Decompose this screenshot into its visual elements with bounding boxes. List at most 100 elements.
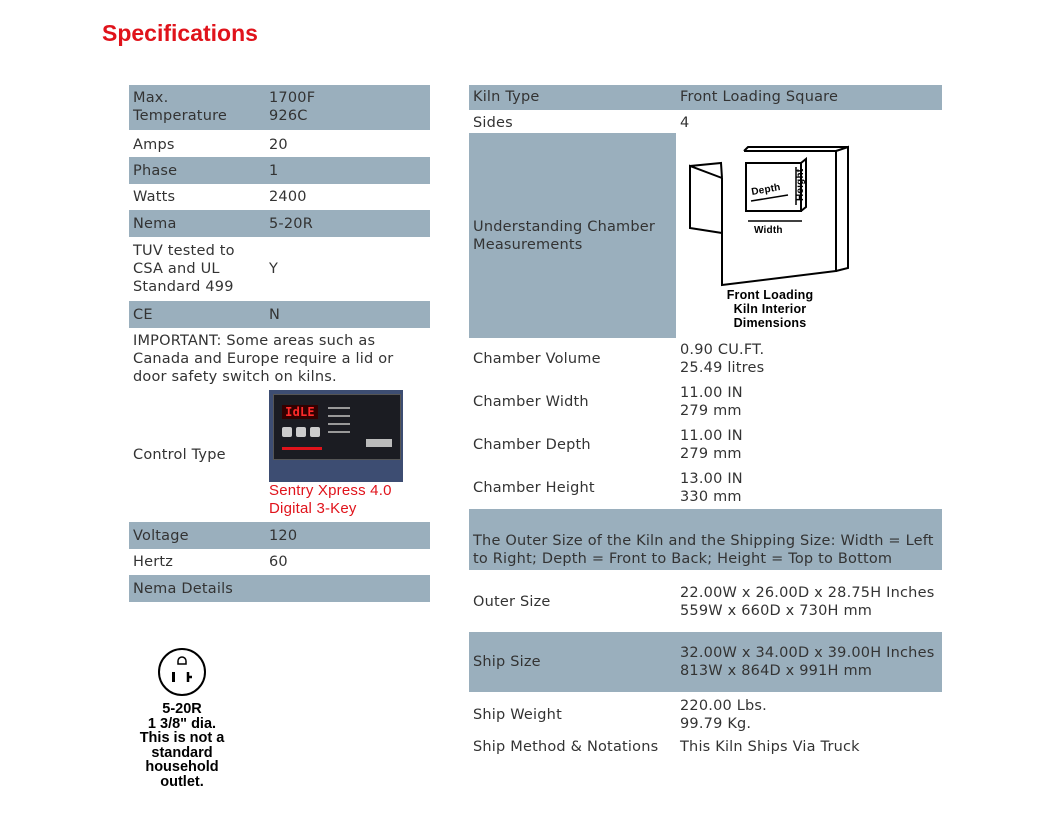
chamber-depth-mm: 279 mm bbox=[680, 445, 742, 462]
chamber-height-label: Chamber Height bbox=[469, 466, 676, 509]
row-phase: Phase 1 bbox=[129, 157, 430, 184]
controller-panel: IdLE bbox=[273, 394, 401, 460]
row-important: IMPORTANT: Some areas such as Canada and… bbox=[129, 328, 430, 388]
ship-size-mm: 813W x 864D x 991H mm bbox=[680, 662, 873, 679]
controller-key-icon bbox=[310, 427, 320, 437]
ship-size-label: Ship Size bbox=[469, 632, 676, 695]
controller-legend-line bbox=[328, 431, 350, 433]
ship-size-value: 32.00W x 34.00D x 39.00H Inches 813W x 8… bbox=[676, 632, 942, 695]
ship-weight-lbs: 220.00 Lbs. bbox=[680, 697, 767, 714]
outlet-line5: household bbox=[145, 759, 219, 775]
chamber-width-in: 11.00 IN bbox=[680, 384, 743, 401]
ship-size-inches: 32.00W x 34.00D x 39.00H Inches bbox=[680, 644, 935, 661]
outlet-line6: outlet. bbox=[160, 773, 204, 790]
row-ship-size: Ship Size 32.00W x 34.00D x 39.00H Inche… bbox=[469, 632, 942, 695]
nema-label: Nema bbox=[129, 210, 265, 237]
outlet-line2: 1 3/8" dia. bbox=[147, 715, 217, 732]
ce-value: N bbox=[265, 301, 430, 328]
outer-size-value: 22.00W x 26.00D x 28.75H Inches 559W x 6… bbox=[676, 571, 942, 632]
chamber-depth-label: Chamber Depth bbox=[469, 423, 676, 466]
watts-value: 2400 bbox=[265, 184, 430, 210]
row-max-temperature: Max. Temperature 1700F 926C bbox=[129, 85, 430, 133]
ce-label: CE bbox=[129, 301, 265, 328]
left-spec-table: Max. Temperature 1700F 926C Amps 20 Phas… bbox=[129, 85, 430, 602]
outlet-line4: standard bbox=[151, 744, 213, 761]
chamber-width-label: Chamber Width bbox=[469, 380, 676, 423]
amps-value: 20 bbox=[265, 131, 430, 157]
max-temp-f: 1700F bbox=[269, 90, 316, 107]
kiln-type-value: Front Loading Square bbox=[676, 85, 942, 113]
row-ce: CE N bbox=[129, 301, 430, 328]
row-outer-size-note: The Outer Size of the Kiln and the Shipp… bbox=[469, 509, 942, 573]
chamber-volume-litres: 25.49 litres bbox=[680, 360, 765, 376]
kiln-interior-diagram: Depth Height Width Front Loading Kiln In… bbox=[689, 145, 849, 330]
page-title: Specifications bbox=[102, 20, 258, 46]
max-temp-c: 926C bbox=[269, 108, 308, 125]
control-type-value: IdLE Sentry Xpress 4.0 Digital 3-Key bbox=[265, 388, 430, 522]
nema-details-label: Nema Details bbox=[129, 575, 430, 602]
tuv-value: Y bbox=[265, 237, 430, 301]
chamber-height-mm: 330 mm bbox=[680, 488, 742, 505]
outlet-line1: 5-20R bbox=[162, 701, 202, 717]
chamber-depth-value: 11.00 IN 279 mm bbox=[676, 423, 942, 466]
ship-weight-label: Ship Weight bbox=[469, 693, 676, 735]
sides-value: 4 bbox=[676, 111, 942, 133]
row-ship-weight: Ship Weight 220.00 Lbs. 99.79 Kg. bbox=[469, 693, 942, 735]
row-chamber-width: Chamber Width 11.00 IN 279 mm bbox=[469, 380, 942, 423]
chamber-measure-label: Understanding Chamber Measurements bbox=[469, 133, 676, 338]
chamber-height-in: 13.00 IN bbox=[680, 470, 743, 487]
chamber-height-value: 13.00 IN 330 mm bbox=[676, 466, 942, 509]
row-hertz: Hertz 60 bbox=[129, 549, 430, 575]
controller-image: IdLE bbox=[269, 390, 403, 482]
row-amps: Amps 20 bbox=[129, 131, 430, 157]
outlet-icon bbox=[158, 648, 206, 696]
row-nema: Nema 5-20R bbox=[129, 210, 430, 237]
kiln-type-label: Kiln Type bbox=[469, 85, 676, 113]
diagram-caption-line1: Front Loading bbox=[727, 288, 814, 302]
ship-weight-value: 220.00 Lbs. 99.79 Kg. bbox=[676, 693, 942, 735]
outlet-diagram: 5-20R 1 3/8" dia. This is not a standard… bbox=[132, 646, 232, 789]
outlet-line3: This is not a bbox=[139, 730, 225, 746]
chamber-volume-cuft: 0.90 CU.FT. bbox=[680, 342, 765, 358]
important-note: IMPORTANT: Some areas such as Canada and… bbox=[129, 328, 430, 388]
control-caption-line1: Sentry Xpress 4.0 bbox=[269, 482, 392, 499]
row-outer-size: Outer Size 22.00W x 26.00D x 28.75H Inch… bbox=[469, 571, 942, 632]
control-caption-line2: Digital 3-Key bbox=[269, 500, 357, 517]
row-chamber-depth: Chamber Depth 11.00 IN 279 mm bbox=[469, 423, 942, 466]
voltage-label: Voltage bbox=[129, 522, 265, 549]
diagram-depth-label: Depth bbox=[751, 182, 782, 198]
controller-logo bbox=[366, 439, 392, 447]
controller-key-icon bbox=[282, 427, 292, 437]
row-nema-details: Nema Details bbox=[129, 575, 430, 602]
nema-value: 5-20R bbox=[265, 210, 430, 237]
controller-key-icon bbox=[296, 427, 306, 437]
max-temp-label: Max. Temperature bbox=[129, 85, 265, 133]
row-chamber-measurements: Understanding Chamber Measurements bbox=[469, 133, 942, 338]
ship-method-label: Ship Method & Notations bbox=[469, 735, 676, 759]
row-watts: Watts 2400 bbox=[129, 184, 430, 210]
right-spec-table: Kiln Type Front Loading Square Sides 4 U… bbox=[469, 85, 942, 759]
controller-legend-line bbox=[328, 415, 350, 417]
chamber-volume-value: 0.90 CU.FT. 25.49 litres bbox=[676, 338, 942, 380]
hertz-label: Hertz bbox=[129, 549, 265, 575]
diagram-height-label: Height bbox=[795, 168, 806, 201]
diagram-width-label: Width bbox=[754, 225, 783, 236]
row-kiln-type: Kiln Type Front Loading Square bbox=[469, 85, 942, 113]
outer-size-mm: 559W x 660D x 730H mm bbox=[680, 603, 873, 620]
row-control-type: Control Type IdLE Sentry Xpress 4.0 Digi… bbox=[129, 388, 430, 522]
watts-label: Watts bbox=[129, 184, 265, 210]
voltage-value: 120 bbox=[265, 522, 430, 549]
outer-size-note: The Outer Size of the Kiln and the Shipp… bbox=[469, 509, 942, 573]
max-temp-value: 1700F 926C bbox=[265, 85, 430, 133]
controller-legend-line bbox=[328, 423, 350, 425]
hertz-value: 60 bbox=[265, 549, 430, 575]
outer-size-label: Outer Size bbox=[469, 571, 676, 632]
sides-label: Sides bbox=[469, 111, 676, 133]
chamber-width-value: 11.00 IN 279 mm bbox=[676, 380, 942, 423]
controller-display: IdLE bbox=[282, 405, 318, 419]
ship-weight-kg: 99.79 Kg. bbox=[680, 715, 752, 732]
diagram-caption-line3: Dimensions bbox=[734, 316, 807, 330]
row-voltage: Voltage 120 bbox=[129, 522, 430, 549]
row-chamber-height: Chamber Height 13.00 IN 330 mm bbox=[469, 466, 942, 509]
control-type-label: Control Type bbox=[129, 388, 265, 522]
